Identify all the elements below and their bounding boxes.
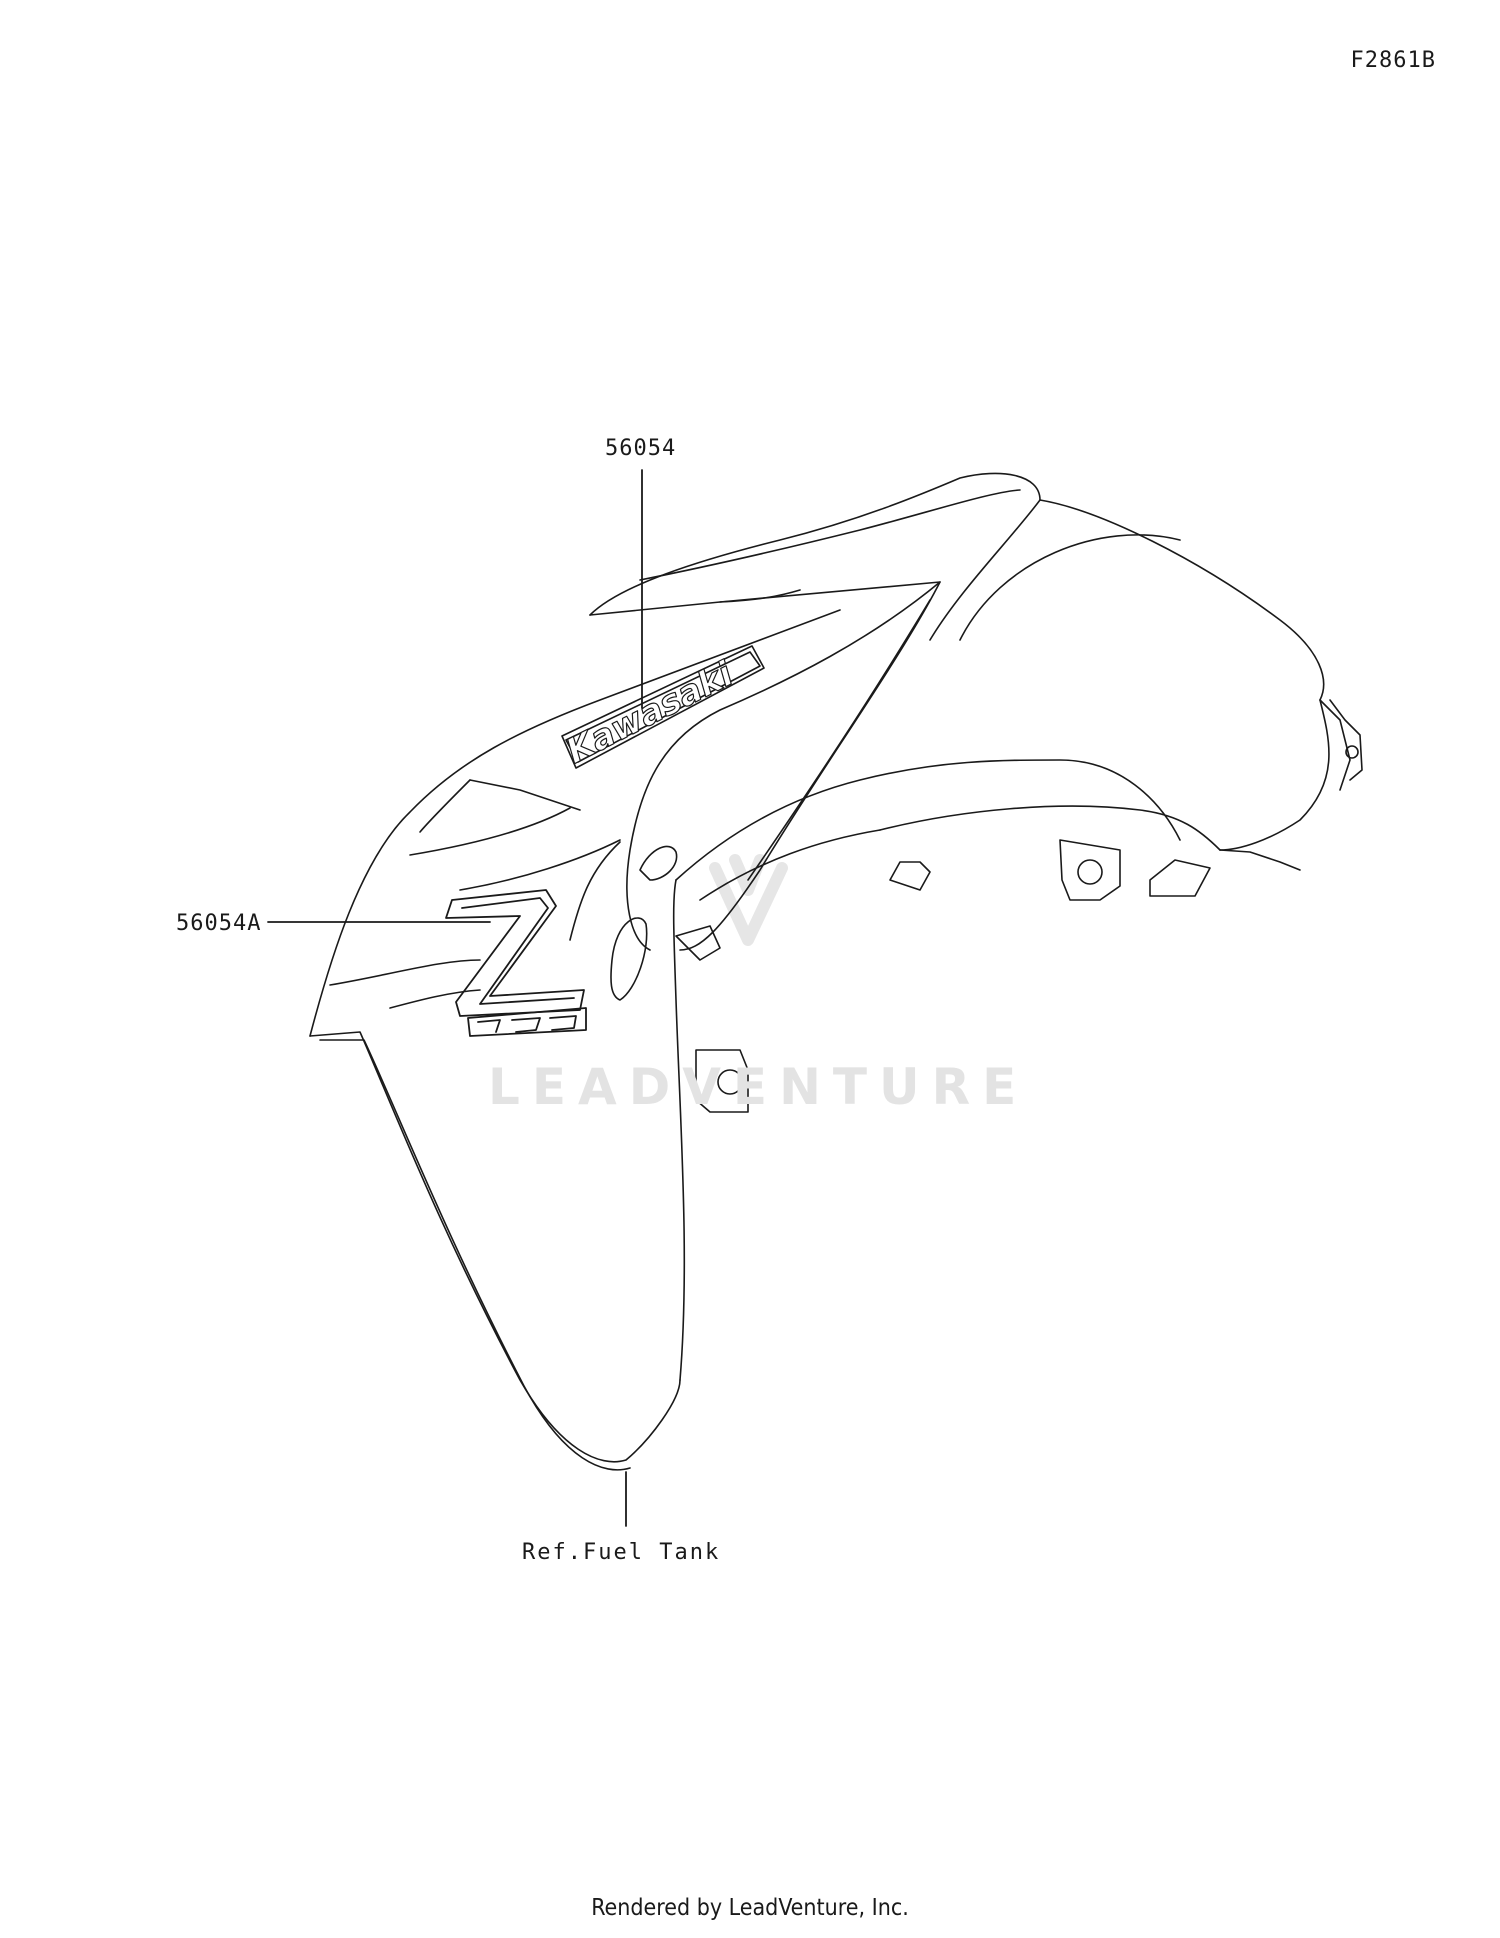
- z125-emblem: [445, 889, 587, 1037]
- figure-code: F2861B: [1350, 48, 1436, 73]
- tank-outline: [309, 472, 1363, 1471]
- watermark-logo: [709, 854, 788, 946]
- kawasaki-decal: [561, 645, 765, 769]
- watermark: LEADVENTURE: [488, 1058, 1029, 1116]
- callout-ref-fuel-tank: Ref.Fuel Tank: [522, 1540, 721, 1565]
- leader-lines: [267, 469, 643, 1527]
- footer-credit: Rendered by LeadVenture, Inc.: [591, 1895, 909, 1921]
- callout-56054a[interactable]: 56054A: [176, 911, 262, 936]
- callout-56054[interactable]: 56054: [605, 436, 677, 461]
